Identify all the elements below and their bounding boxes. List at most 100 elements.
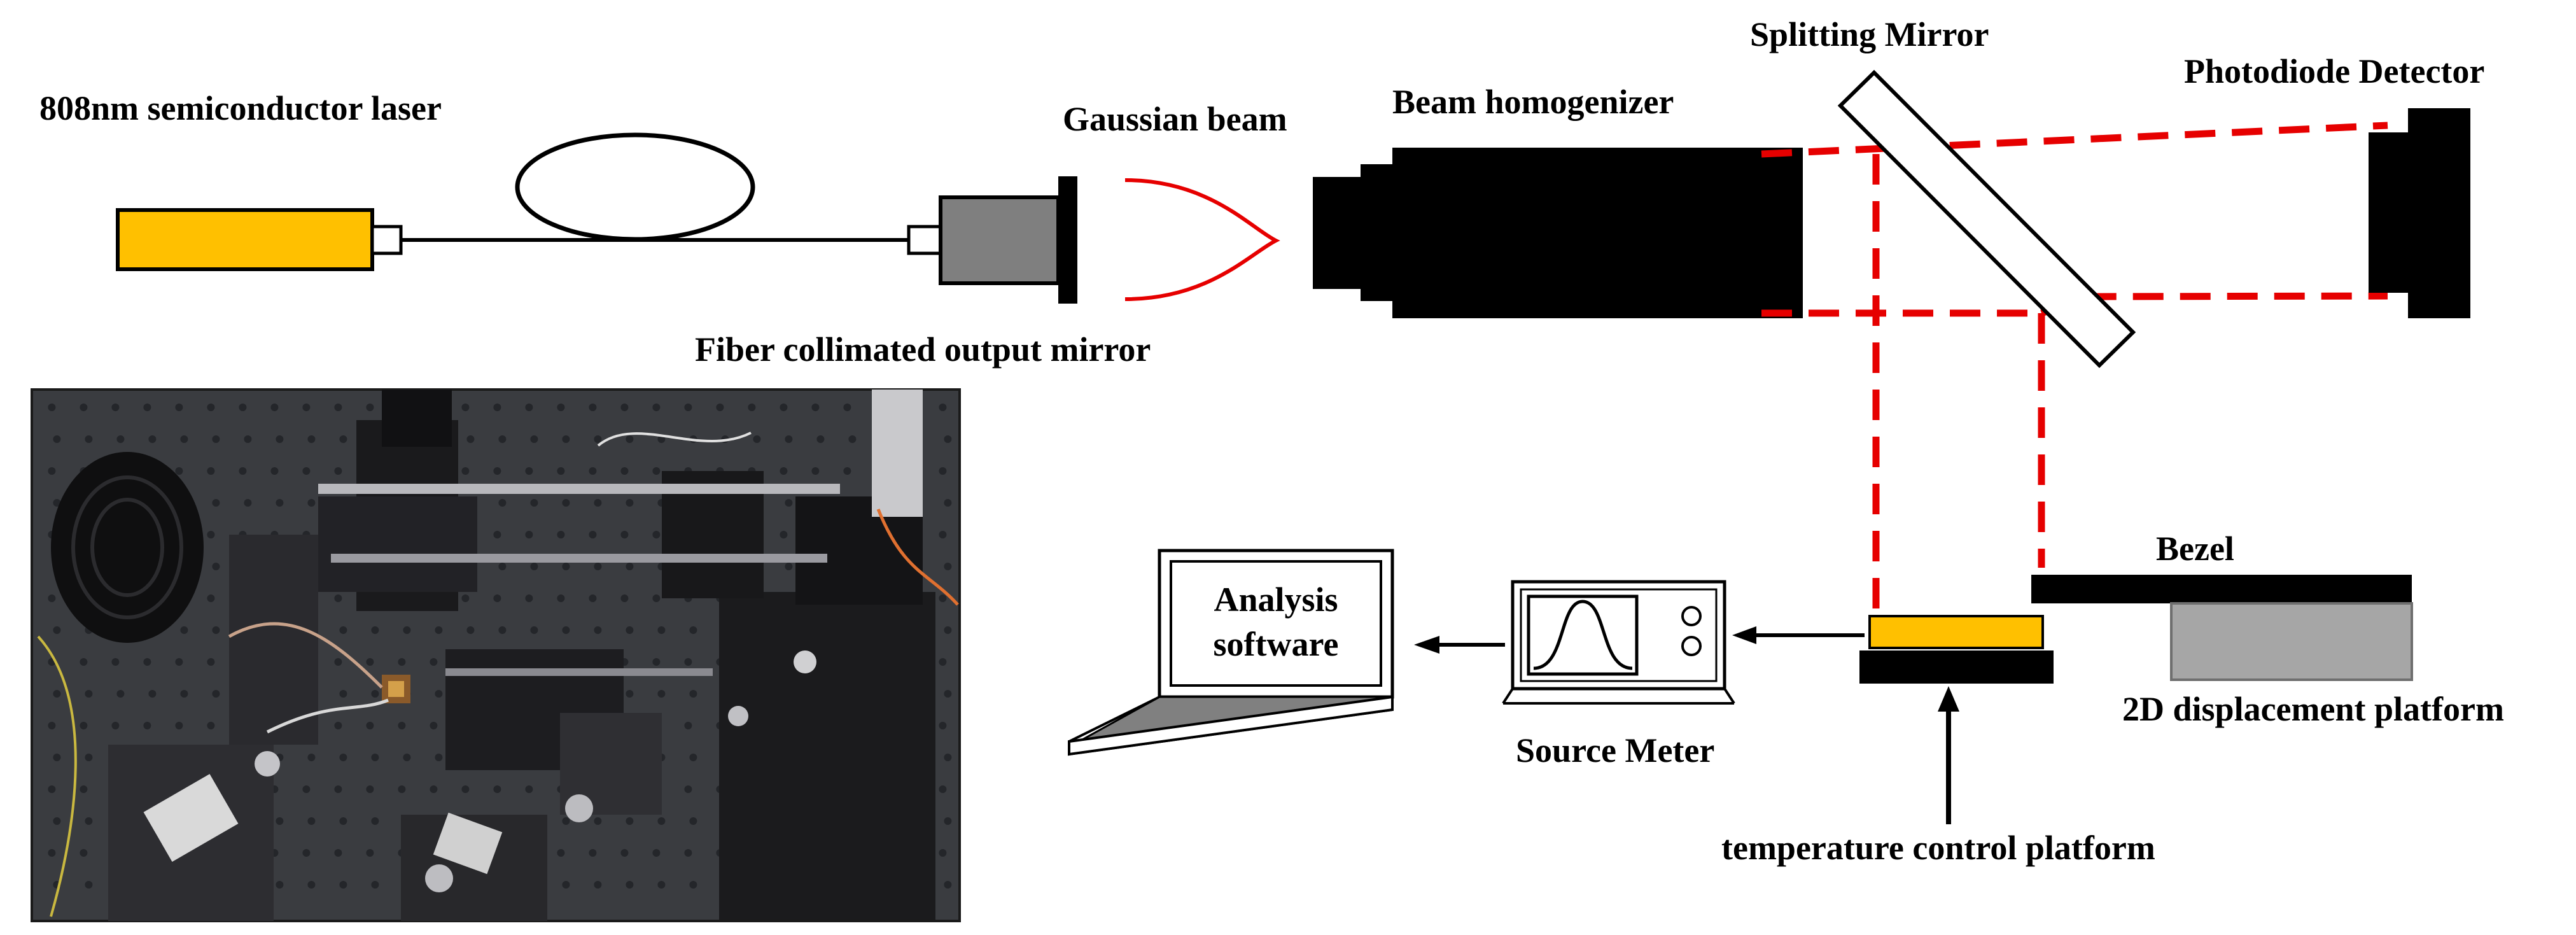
- table-hole: [589, 404, 597, 411]
- table-hole: [620, 404, 629, 411]
- table-hole: [48, 722, 56, 729]
- table-hole: [307, 817, 316, 825]
- collimator-lens: [1058, 176, 1077, 304]
- table-hole: [785, 435, 793, 443]
- gaussian-beam-curve: [1124, 178, 1280, 301]
- table-hole: [53, 690, 61, 698]
- table-hole: [626, 499, 634, 507]
- sample: [1868, 615, 2044, 649]
- temperature-platform: [1859, 615, 2054, 824]
- table-hole: [302, 404, 311, 411]
- table-hole: [939, 531, 947, 538]
- signal-arrows: [1414, 626, 1865, 654]
- table-hole: [594, 435, 602, 443]
- table-hole: [939, 722, 947, 729]
- table-hole: [626, 817, 634, 825]
- table-hole: [339, 626, 347, 634]
- table-hole: [207, 404, 215, 411]
- table-hole: [111, 722, 120, 729]
- table-hole: [175, 467, 183, 475]
- table-hole: [276, 817, 284, 825]
- table-hole: [594, 563, 602, 570]
- table-hole: [207, 531, 215, 538]
- table-hole: [302, 467, 311, 475]
- table-hole: [116, 690, 125, 698]
- table-hole: [944, 626, 952, 634]
- table-hole: [366, 722, 374, 729]
- table-hole: [180, 690, 188, 698]
- table-hole: [48, 594, 56, 602]
- table-hole: [785, 563, 793, 570]
- table-hole: [430, 785, 438, 793]
- table-hole: [944, 817, 952, 825]
- beam-homogenizer-label: Beam homogenizer: [1392, 83, 1674, 121]
- table-hole: [48, 404, 56, 411]
- laptop-front-edge: [1068, 695, 1394, 756]
- table-hole: [116, 435, 125, 443]
- temperature-platform-label: temperature control platform: [1721, 829, 2155, 867]
- table-hole: [207, 467, 215, 475]
- table-hole: [270, 404, 279, 411]
- table-hole: [689, 754, 697, 761]
- table-hole: [811, 404, 820, 411]
- table-hole: [212, 563, 220, 570]
- table-hole: [276, 881, 284, 889]
- beam-upper: [1761, 122, 2388, 158]
- table-hole: [302, 849, 311, 857]
- table-hole: [626, 690, 634, 698]
- table-hole: [753, 435, 761, 443]
- table-hole: [689, 690, 697, 698]
- table-hole: [85, 690, 93, 698]
- splitting-mirror: [1837, 69, 2136, 369]
- table-hole: [939, 467, 947, 475]
- table-hole: [276, 499, 284, 507]
- table-hole: [207, 722, 215, 729]
- laser-assembly: [116, 132, 910, 271]
- bezel-plate: [2031, 575, 2412, 603]
- table-hole: [207, 594, 215, 602]
- table-hole: [371, 690, 379, 698]
- table-hole: [53, 626, 61, 634]
- table-hole: [684, 404, 692, 411]
- table-hole: [530, 499, 538, 507]
- table-hole: [302, 785, 311, 793]
- table-hole: [175, 658, 183, 666]
- table-hole: [944, 499, 952, 507]
- table-hole: [80, 404, 88, 411]
- table-hole: [493, 531, 501, 538]
- table-hole: [111, 658, 120, 666]
- table-hole: [689, 817, 697, 825]
- table-hole: [435, 754, 443, 761]
- table-hole: [430, 722, 438, 729]
- table-hole: [944, 881, 952, 889]
- table-hole: [403, 754, 411, 761]
- table-hole: [148, 435, 157, 443]
- table-hole: [684, 722, 692, 729]
- table-hole: [620, 531, 629, 538]
- table-hole: [461, 467, 470, 475]
- table-hole: [939, 594, 947, 602]
- table-hole: [244, 499, 252, 507]
- table-hole: [180, 435, 188, 443]
- displacement-platform-label: 2D displacement platform: [2122, 690, 2504, 728]
- table-hole: [626, 563, 634, 570]
- table-hole: [626, 881, 634, 889]
- table-hole: [48, 467, 56, 475]
- table-hole: [652, 849, 661, 857]
- table-hole: [557, 531, 565, 538]
- table-hole: [657, 881, 666, 889]
- table-hole: [657, 817, 666, 825]
- beam-homogenizer: [1313, 148, 1803, 318]
- table-hole: [239, 467, 247, 475]
- table-hole: [80, 785, 88, 793]
- table-hole: [430, 658, 438, 666]
- table-hole: [562, 881, 570, 889]
- table-hole: [525, 531, 533, 538]
- table-hole: [843, 467, 851, 475]
- analysis-software-label-line1: Analysis: [1214, 580, 1338, 619]
- table-hole: [689, 881, 697, 889]
- table-hole: [557, 467, 565, 475]
- table-hole: [684, 658, 692, 666]
- table-hole: [525, 404, 533, 411]
- table-hole: [366, 849, 374, 857]
